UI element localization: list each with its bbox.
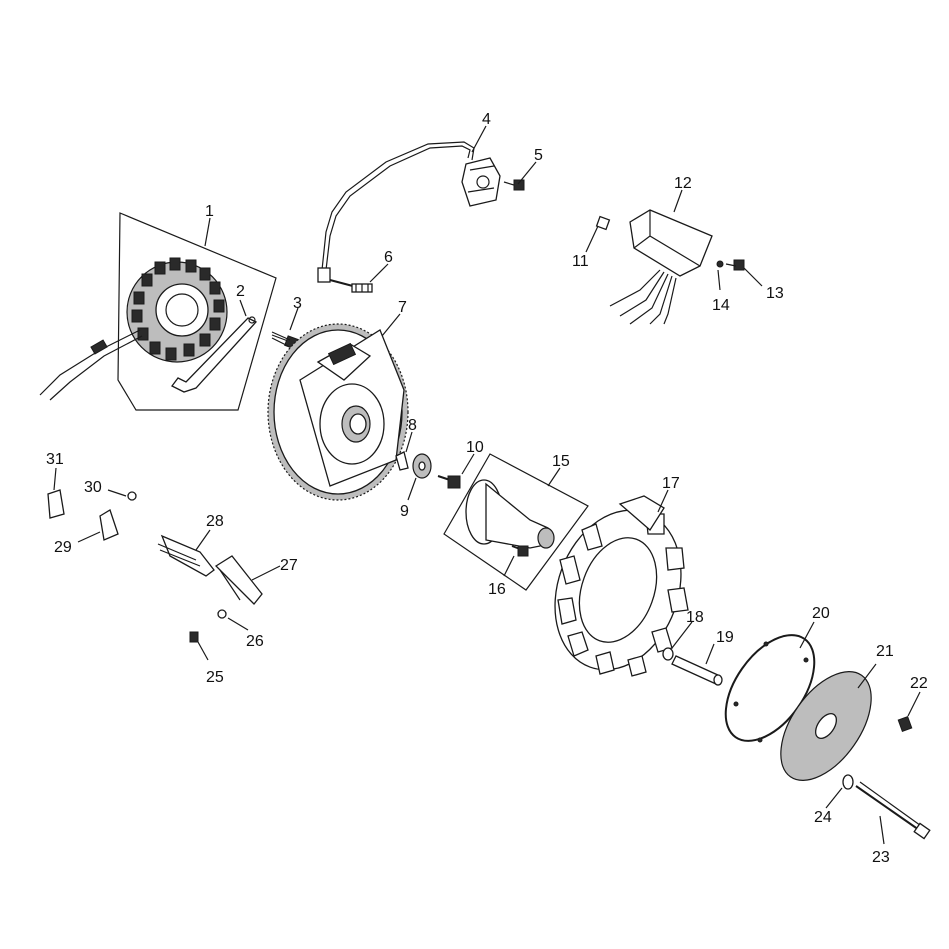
nut-11 — [595, 215, 611, 231]
cooling-fan — [554, 495, 689, 677]
stator-coil — [126, 257, 228, 363]
label-19: 19 — [716, 629, 734, 646]
stator-assembly — [39, 212, 277, 411]
washer-26 — [217, 609, 227, 619]
stator-bracket — [171, 316, 258, 393]
label-17: 17 — [662, 475, 680, 492]
label-11: 11 — [572, 253, 589, 270]
label-23: 23 — [872, 849, 890, 866]
label-20: 20 — [812, 605, 830, 622]
washer-18 — [662, 647, 674, 661]
label-9: 9 — [400, 503, 409, 520]
clamp-29 — [99, 509, 119, 541]
mesh-screen — [780, 670, 872, 782]
rectifier — [609, 209, 713, 325]
ignition-module — [317, 141, 501, 283]
label-7: 7 — [398, 299, 407, 316]
clip-28 — [157, 534, 215, 577]
label-3: 3 — [293, 295, 302, 312]
label-14: 14 — [712, 297, 730, 314]
screw-13 — [725, 259, 745, 271]
washer-14 — [716, 260, 724, 268]
label-30: 30 — [84, 479, 102, 496]
screw-25 — [189, 631, 199, 643]
label-29: 29 — [54, 539, 72, 556]
label-27: 27 — [280, 557, 298, 574]
hub-assembly — [443, 453, 589, 591]
label-18: 18 — [686, 609, 704, 626]
long-bolt — [855, 781, 931, 840]
washer-9 — [412, 453, 432, 479]
label-26: 26 — [246, 633, 264, 650]
label-1: 1 — [205, 203, 214, 220]
woodruff-key — [395, 451, 409, 471]
label-15: 15 — [552, 453, 570, 470]
label-28: 28 — [206, 513, 224, 530]
washer-30 — [127, 491, 137, 501]
label-8: 8 — [408, 417, 417, 434]
label-16: 16 — [488, 581, 506, 598]
label-13: 13 — [766, 285, 784, 302]
stator-leads — [39, 329, 143, 401]
spacer-tube — [671, 655, 723, 686]
bolt-10 — [437, 475, 461, 489]
label-6: 6 — [384, 249, 393, 266]
screw-5 — [503, 179, 525, 191]
washer-24 — [842, 774, 854, 790]
label-12: 12 — [674, 175, 692, 192]
leader-lines — [53, 125, 921, 845]
part-labels: 1 2 3 4 5 6 7 8 9 10 11 12 13 14 15 16 1… — [46, 111, 928, 866]
label-31: 31 — [46, 451, 64, 468]
label-24: 24 — [814, 809, 832, 826]
label-10: 10 — [466, 439, 484, 456]
clamp-31 — [47, 489, 65, 519]
label-5: 5 — [534, 147, 543, 164]
label-25: 25 — [206, 669, 224, 686]
label-2: 2 — [236, 283, 245, 300]
nut-22 — [897, 716, 913, 732]
label-22: 22 — [910, 675, 928, 692]
spark-connector — [329, 279, 373, 293]
label-4: 4 — [482, 111, 491, 128]
bolt-16 — [511, 545, 529, 557]
bracket-27 — [214, 555, 263, 605]
flywheel — [267, 323, 409, 501]
label-21: 21 — [876, 643, 894, 660]
